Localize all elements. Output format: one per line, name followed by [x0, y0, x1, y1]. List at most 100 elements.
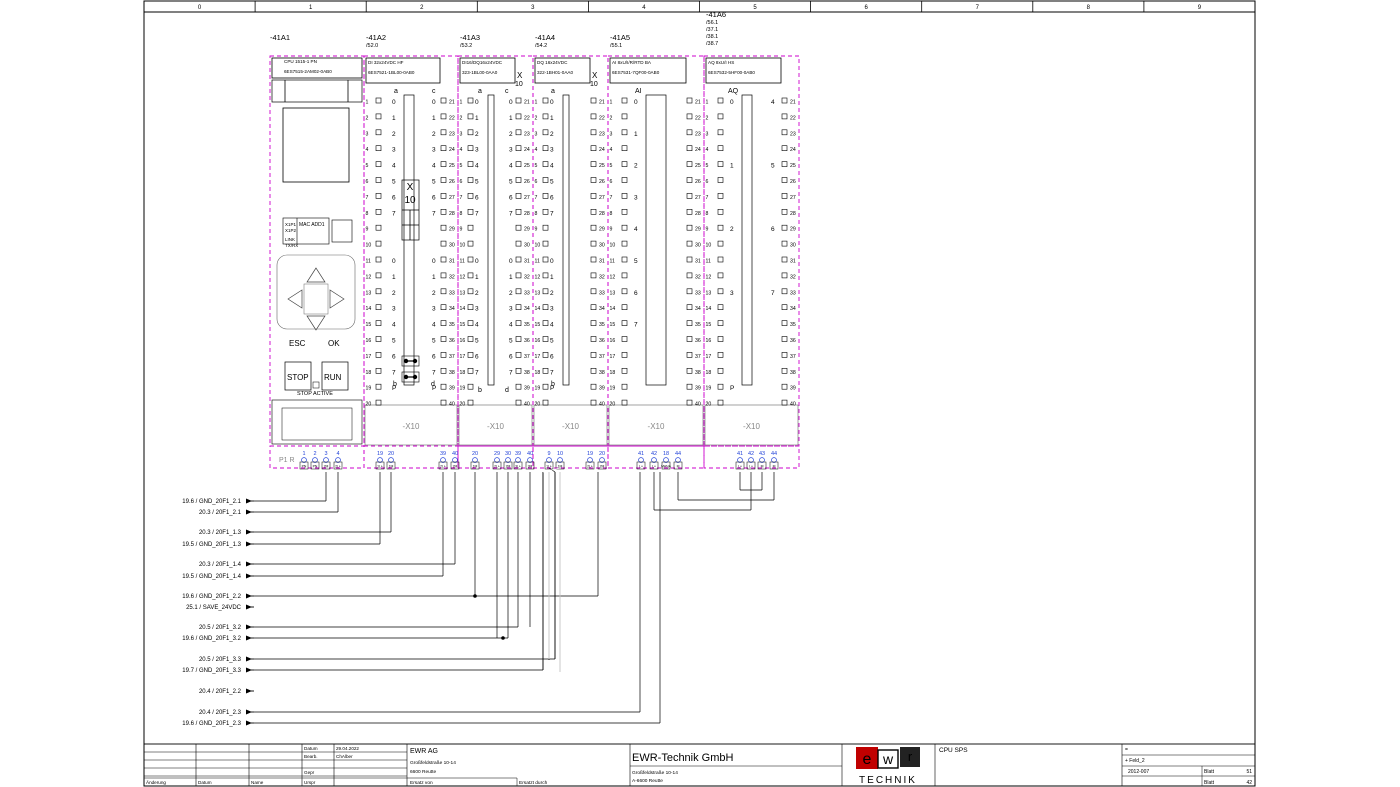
terminal-pin-label: 2L+	[335, 465, 341, 469]
terminal-pin-label-box	[636, 461, 646, 470]
terminal-pin-number: 42	[651, 451, 657, 457]
terminal-pin-number: 10	[557, 451, 563, 457]
pin-box	[621, 97, 628, 104]
pin-box	[781, 145, 788, 151]
pin-box	[621, 177, 628, 183]
channel-number: 1	[634, 131, 638, 138]
pin-box	[590, 240, 597, 247]
pin-number: 35	[599, 322, 605, 328]
channel-number: 1	[730, 163, 734, 170]
pin-number: 34	[524, 306, 530, 312]
module-info-box	[365, 57, 441, 84]
channel-number: 6	[432, 194, 436, 201]
pin-number: 15	[535, 322, 541, 328]
pin-number: 36	[524, 338, 530, 344]
pin-number: 29	[524, 227, 530, 233]
channel-number: 4	[771, 99, 775, 106]
channel-number: 1	[475, 274, 479, 281]
column-number: 4	[642, 5, 646, 11]
channel-number: 2	[550, 131, 554, 138]
module-ref: /55.1	[610, 43, 622, 49]
channel-number: 5	[432, 179, 436, 186]
wiring: 1PN2PN32M42L+191L+201M392L+402M201M292L+…	[254, 451, 779, 724]
pin-box	[440, 367, 447, 374]
pin-number: 26	[524, 179, 530, 185]
x10-marker: X	[517, 71, 523, 80]
channel-number: 2	[730, 226, 734, 233]
signal-label: 19.7 / GND_20F1_3.3	[182, 668, 241, 674]
module-ref: /37.1	[706, 27, 718, 33]
pin-box	[781, 224, 788, 231]
pin-box	[590, 272, 597, 279]
channel-number: 5	[550, 179, 554, 186]
pin-box	[686, 193, 693, 199]
pin-box	[515, 193, 522, 199]
terminal-pin-label-box	[450, 461, 460, 470]
terminal-pin	[527, 457, 533, 463]
pin-box	[467, 113, 474, 120]
module-article: 6ES7532-5HF00-0AB0	[708, 70, 755, 75]
pin-box	[375, 272, 382, 279]
keypad-center	[303, 283, 329, 315]
channel-number: 6	[509, 353, 513, 360]
terminal-pin-number: 4	[336, 451, 339, 457]
terminal-pin-label-box	[555, 461, 565, 470]
channel-number: 3	[509, 306, 513, 313]
cpu-display	[282, 107, 350, 183]
channel-number: 4	[432, 322, 436, 329]
pin-number: 13	[706, 290, 712, 296]
channel-number: 3	[634, 194, 638, 201]
channel-number: 5	[475, 338, 479, 345]
module-ref: /56.1	[706, 20, 718, 26]
pin-number: 21	[599, 100, 605, 106]
terminal-pin	[301, 457, 307, 463]
signal-label: 20.5 / 20F1_3.3	[199, 657, 242, 663]
pin-number: 36	[790, 338, 796, 344]
channel-number: 6	[509, 194, 513, 201]
terminal-pin-label: 1L+	[377, 465, 383, 469]
pin-number: 25	[449, 163, 455, 169]
led-strip	[741, 94, 753, 386]
pin-box	[621, 352, 628, 358]
pin-number: 30	[449, 243, 455, 249]
channel-number: 0	[634, 99, 638, 106]
pin-number: 12	[706, 274, 712, 280]
pin-number: 18	[460, 370, 466, 376]
pin-number: 18	[610, 370, 616, 376]
pin-box	[621, 240, 628, 247]
pin-number: 40	[599, 402, 605, 408]
pin-box	[686, 145, 693, 151]
column-number: 5	[753, 5, 757, 11]
pin-box	[515, 399, 522, 406]
terminal-pin	[335, 457, 341, 463]
channel-number: 7	[509, 369, 513, 376]
pin-number: 5	[535, 163, 538, 169]
pin-box	[440, 336, 447, 342]
x10-marker: X	[592, 71, 598, 80]
pin-number: 20	[460, 402, 466, 408]
pin-number: 8	[366, 211, 369, 217]
pin-box	[467, 129, 474, 136]
module-ref: /54.2	[535, 43, 547, 49]
tb-customer: EWR AG	[410, 748, 438, 755]
pin-box	[590, 383, 597, 390]
signal-label: 19.6 / GND_20F1_2.1	[182, 499, 241, 505]
module-ref: /38.1	[706, 34, 718, 40]
pin-number: 2	[460, 115, 463, 121]
pin-box	[590, 352, 597, 358]
pin-number: 5	[610, 163, 613, 169]
pin-number: 6	[460, 179, 463, 185]
channel-number: 2	[432, 290, 436, 297]
pin-number: 22	[695, 115, 701, 121]
pin-number: 2	[706, 115, 709, 121]
pin-number: 27	[449, 195, 455, 201]
pin-number: 6	[610, 179, 613, 185]
channel-number: P	[432, 385, 436, 392]
pin-number: 36	[599, 338, 605, 344]
channel-number: 6	[634, 290, 638, 297]
logo-e-box	[856, 747, 878, 769]
module-info-box	[609, 57, 687, 84]
channel-number: 6	[475, 353, 479, 360]
pin-box	[440, 399, 447, 406]
pin-box	[621, 320, 628, 326]
